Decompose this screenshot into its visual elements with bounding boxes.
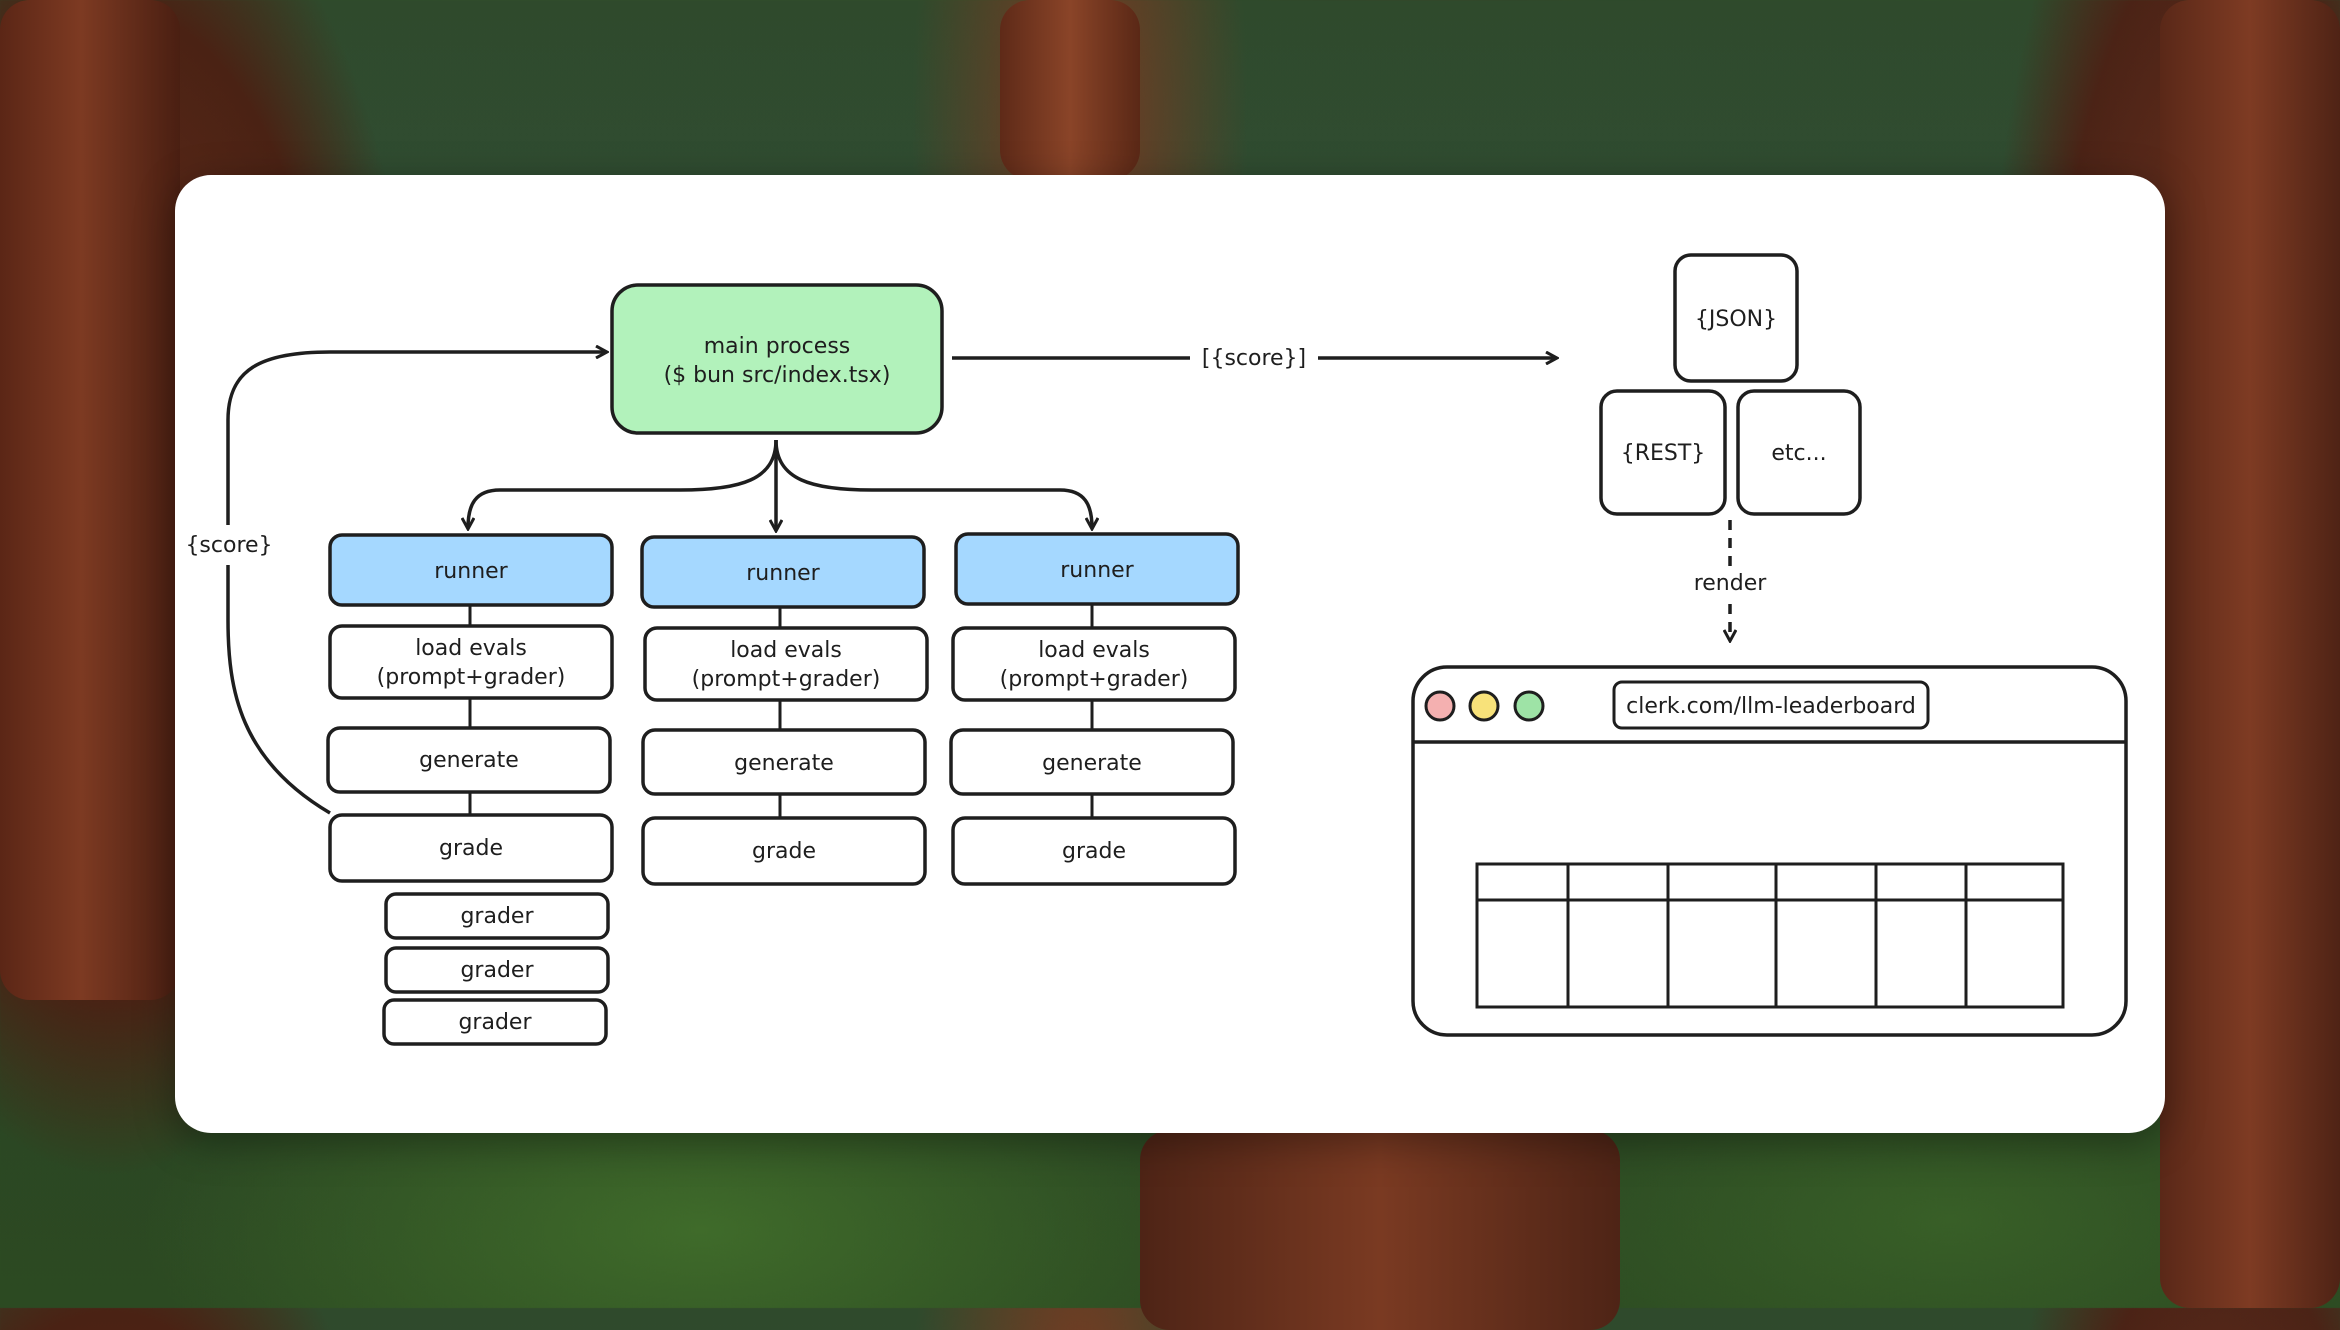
grader-node: [384, 892, 610, 940]
runner-node: [640, 535, 926, 609]
generate-node: [949, 728, 1235, 796]
load-evals-node: [328, 624, 614, 700]
main-process-label: main process: [704, 334, 851, 359]
json-node: [1673, 253, 1799, 383]
etc-node: [1736, 389, 1862, 516]
url-bar: [1612, 680, 1930, 730]
load-evals-label: load evals: [1038, 638, 1150, 663]
grader-label: grader: [458, 1010, 532, 1035]
grade-label: grade: [1062, 839, 1126, 864]
runner-column-2: runner load evals (prompt+grader) genera…: [640, 535, 929, 886]
load-evals-node: [643, 626, 929, 702]
runner-node: [954, 532, 1240, 606]
load-evals-sub: (prompt+grader): [692, 667, 881, 692]
runner-column-1: runner load evals (prompt+grader) genera…: [326, 533, 614, 883]
etc-label: etc...: [1771, 441, 1826, 466]
generate-label: generate: [1042, 751, 1142, 776]
rest-node: [1599, 389, 1727, 516]
url-text: clerk.com/llm-leaderboard: [1626, 694, 1916, 719]
json-label: {JSON}: [1695, 307, 1777, 332]
grade-label: grade: [439, 836, 503, 861]
tree-trunk-right: [2160, 0, 2340, 1308]
runner-column-3: runner load evals (prompt+grader) genera…: [949, 532, 1240, 886]
score-output-edge: [{score}]: [952, 346, 1556, 371]
score-list-label: [{score}]: [1202, 346, 1306, 371]
runner-label: runner: [1060, 558, 1134, 583]
leaderboard-table: [1475, 862, 2065, 1009]
runner-node: [328, 533, 614, 607]
fanout-arrows: [468, 439, 1092, 530]
generate-label: generate: [419, 748, 519, 773]
load-evals-label: load evals: [730, 638, 842, 663]
load-evals-label: load evals: [415, 636, 527, 661]
load-evals-sub: (prompt+grader): [377, 665, 566, 690]
grade-node: [328, 813, 614, 883]
runner-label: runner: [434, 559, 508, 584]
score-feedback-edge: {score}: [180, 352, 606, 815]
generate-node: [326, 726, 612, 794]
maximize-dot-icon: [1513, 690, 1545, 722]
grade-node: [641, 816, 927, 886]
grade-node: [951, 816, 1237, 886]
output-formats: {JSON} {REST} etc...: [1599, 253, 1862, 516]
grader-stack: grader grader grader: [382, 892, 610, 1046]
rest-label: {REST}: [1621, 441, 1706, 466]
browser-window: clerk.com/llm-leaderboard: [1411, 665, 2128, 1037]
grader-node: [384, 946, 610, 994]
load-evals-sub: (prompt+grader): [1000, 667, 1189, 692]
render-edge: render: [1694, 520, 1768, 640]
grader-label: grader: [460, 958, 534, 983]
main-process-node: main process ($ bun src/index.tsx): [610, 283, 944, 435]
tree-trunk-center-low: [1140, 1130, 1620, 1330]
generate-label: generate: [734, 751, 834, 776]
grader-label: grader: [460, 904, 534, 929]
close-dot-icon: [1424, 690, 1456, 722]
tree-trunk-center: [1000, 0, 1140, 180]
grade-label: grade: [752, 839, 816, 864]
runner-label: runner: [746, 561, 820, 586]
tree-trunk-left: [0, 0, 180, 1000]
feedback-score-label: {score}: [185, 533, 272, 558]
minimize-dot-icon: [1468, 690, 1500, 722]
render-label: render: [1694, 571, 1768, 596]
main-process-command: ($ bun src/index.tsx): [664, 363, 891, 388]
load-evals-node: [951, 626, 1237, 702]
grader-node: [382, 998, 608, 1046]
generate-node: [641, 728, 927, 796]
